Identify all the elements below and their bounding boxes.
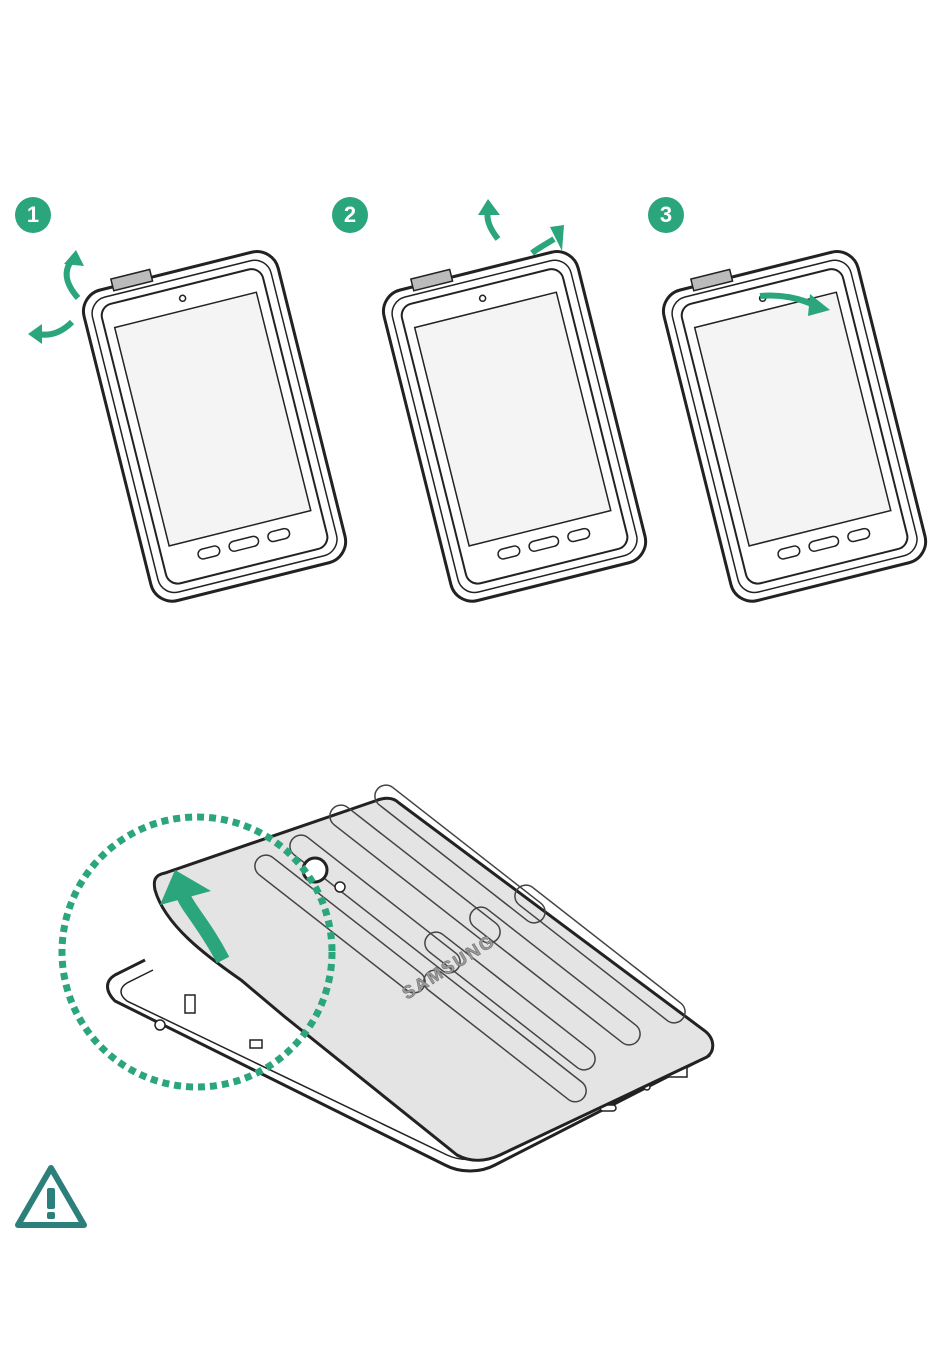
step-1-illustration	[20, 230, 340, 590]
tablet-in-bumper	[377, 239, 650, 606]
caution-triangle-icon	[14, 1163, 88, 1231]
rear-flash	[335, 882, 345, 892]
step-1-badge: 1	[15, 197, 51, 233]
curved-arrow-icon	[487, 211, 498, 239]
step-3-number: 3	[660, 202, 672, 227]
curved-arrow-icon	[38, 322, 72, 335]
curved-arrow-head	[64, 250, 84, 266]
step-1-number: 1	[27, 202, 39, 227]
step-2-illustration	[340, 195, 640, 590]
tablet-in-bumper	[77, 239, 350, 606]
curved-arrow-head	[478, 199, 500, 215]
step-3-illustration	[650, 230, 950, 590]
curved-arrow-icon	[67, 260, 78, 298]
back-cover-illustration: SAMSUNG	[55, 795, 745, 1195]
tablet-in-bumper	[657, 239, 930, 606]
curved-arrow-icon	[532, 239, 554, 253]
step-3-badge: 3	[648, 197, 684, 233]
curved-arrow-head	[28, 324, 42, 344]
